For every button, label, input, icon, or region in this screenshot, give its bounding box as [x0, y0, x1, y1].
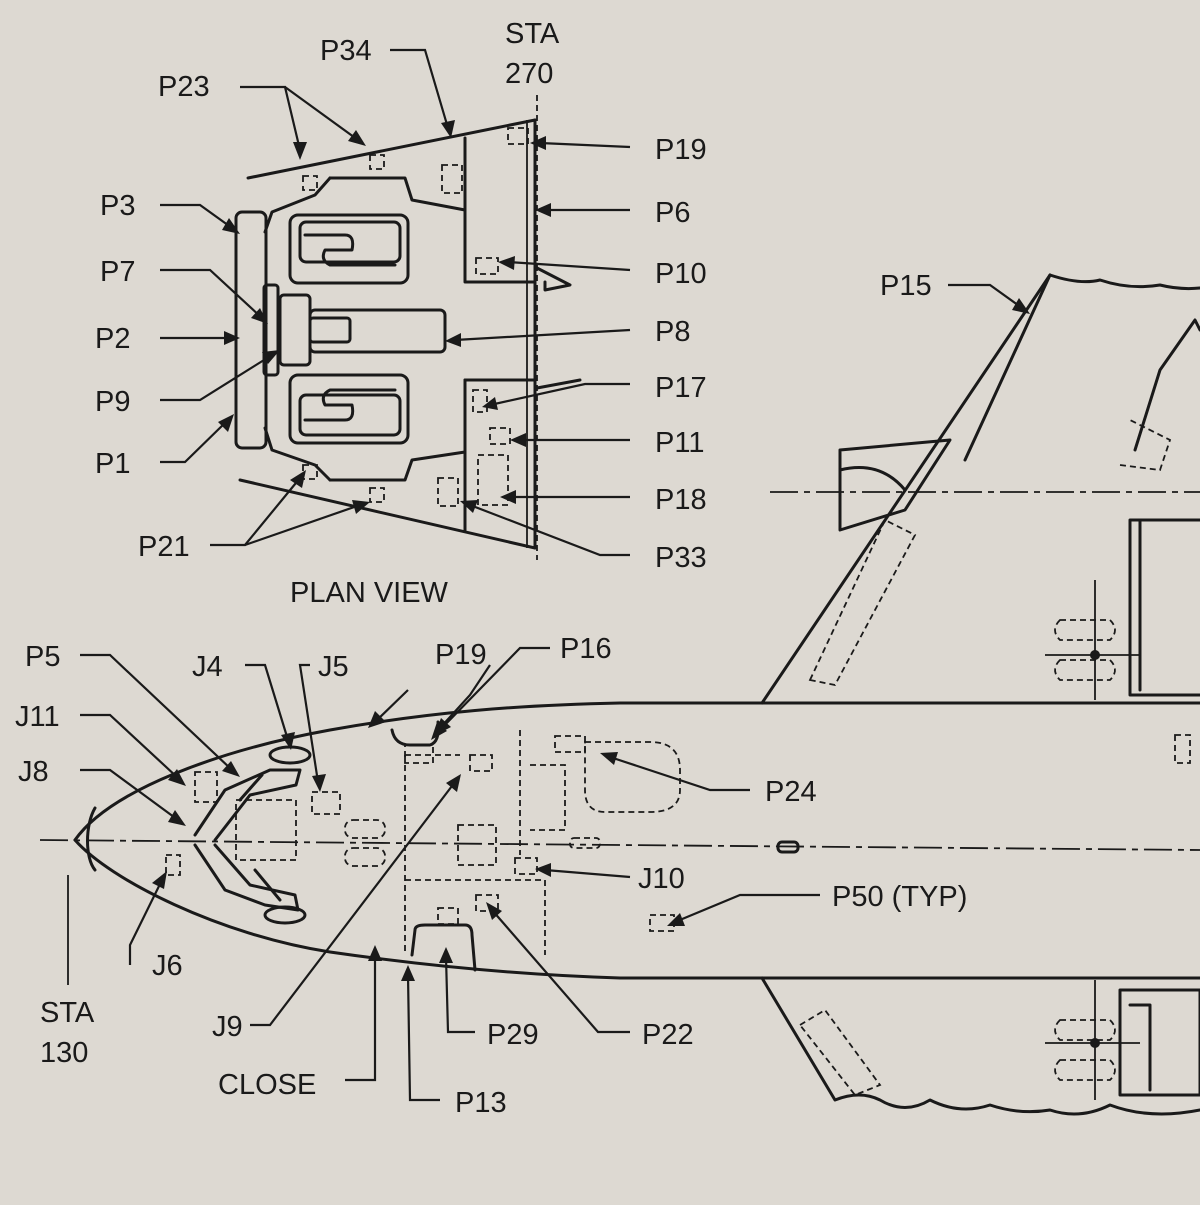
callout-p24: P24 — [765, 776, 817, 808]
side-view: P15 P5 J4 J5 P19 P16 J11 J8 P24 J10 P50 … — [15, 270, 1200, 1119]
callout-j10: J10 — [638, 863, 685, 895]
callout-p19-side: P19 — [435, 639, 487, 671]
callout-p6: P6 — [655, 197, 690, 229]
callout-p13: P13 — [455, 1087, 507, 1119]
callout-j4: J4 — [192, 651, 223, 683]
callout-p3: P3 — [100, 190, 135, 222]
side-station-label-2: 130 — [40, 1037, 88, 1069]
callout-p15: P15 — [880, 270, 932, 302]
lower-seat — [288, 373, 410, 445]
fuselage — [39, 273, 1200, 1116]
plan-station-label-1: STA — [505, 18, 560, 50]
callout-j11: J11 — [15, 701, 60, 733]
side-view-labels: P15 P5 J4 J5 P19 P16 J11 J8 P24 J10 P50 … — [15, 270, 967, 1119]
callout-p19-plan: P19 — [655, 134, 707, 166]
callout-p17: P17 — [655, 372, 707, 404]
side-view-leaders — [67, 283, 1030, 1102]
center-console — [308, 308, 447, 354]
side-station-label-1: STA — [40, 997, 95, 1029]
callout-p34: P34 — [320, 35, 372, 67]
callout-p8: P8 — [655, 316, 690, 348]
plan-view-outline — [234, 95, 582, 560]
callout-p18: P18 — [655, 484, 707, 516]
callout-p10: P10 — [655, 258, 707, 290]
callout-close: CLOSE — [218, 1069, 316, 1101]
callout-p29: P29 — [487, 1019, 539, 1051]
callout-p33: P33 — [655, 542, 707, 574]
callout-p50: P50 (TYP) — [832, 881, 967, 913]
plan-view: STA 270 P34 P23 P3 P7 P2 P9 P1 P21 P19 P… — [95, 18, 707, 609]
callout-p11: P11 — [655, 427, 704, 459]
plan-station-label-2: 270 — [505, 58, 553, 90]
upper-seat — [288, 213, 410, 285]
callout-j8: J8 — [18, 756, 49, 788]
cockpit-internals — [165, 720, 800, 972]
callout-p9: P9 — [95, 386, 130, 418]
callout-p5: P5 — [25, 641, 60, 673]
hardpoint-lower — [1045, 980, 1140, 1100]
callout-p22: P22 — [642, 1019, 694, 1051]
plan-view-title: PLAN VIEW — [290, 577, 449, 609]
callout-p7: P7 — [100, 256, 135, 288]
plan-view-labels: STA 270 P34 P23 P3 P7 P2 P9 P1 P21 P19 P… — [95, 18, 707, 609]
callout-j9: J9 — [212, 1011, 243, 1043]
hardpoint-upper — [1045, 580, 1140, 700]
callout-p21: P21 — [138, 531, 190, 563]
callout-j6: J6 — [152, 950, 183, 982]
plan-view-leaders — [160, 48, 631, 557]
callout-p23: P23 — [158, 71, 210, 103]
callout-j5: J5 — [318, 651, 349, 683]
callout-p1: P1 — [95, 448, 130, 480]
callout-p16: P16 — [560, 633, 612, 665]
callout-p2: P2 — [95, 323, 130, 355]
